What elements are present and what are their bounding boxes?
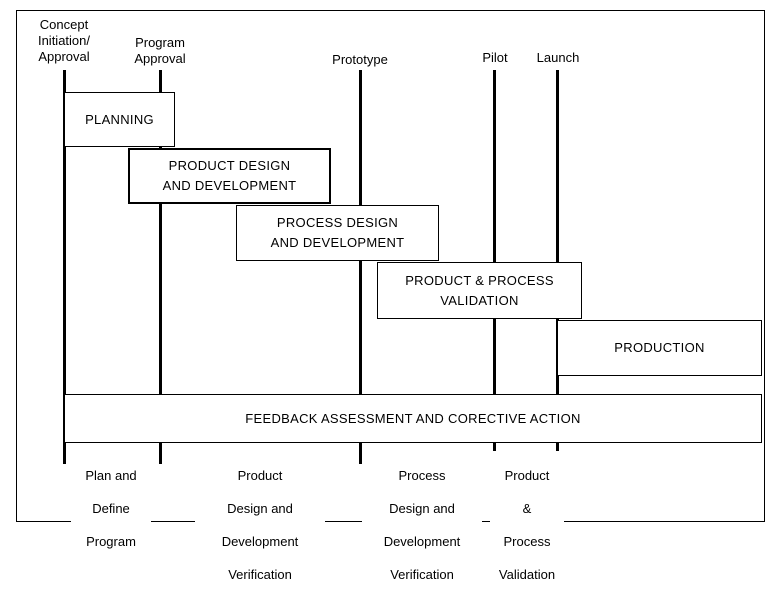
bottom-label-product-validation: Product & Process Validation [490,451,564,600]
milestone-concept-label: Concept Initiation/ Approval [37,17,91,64]
milestone-pilot-label: Pilot [482,50,508,65]
phase-product-design-box: PRODUCT DESIGN AND DEVELOPMENT [128,148,331,204]
milestone-line-program [159,70,162,464]
phase-validation-box: PRODUCT & PROCESS VALIDATION [377,262,582,319]
milestone-line-concept [63,70,66,464]
milestone-launch-label: Launch [536,50,580,65]
milestone-program-label: Program Approval [134,35,186,66]
phase-production-box: PRODUCTION [557,320,762,376]
phase-process-design-box: PROCESS DESIGN AND DEVELOPMENT [236,205,439,261]
bottom-label-product-verification: Product Design and Development Verificat… [195,451,325,600]
bottom-label-process-verification: Process Design and Development Verificat… [362,451,482,600]
bottom-label-plan: Plan and Define Program [71,451,151,567]
milestone-line-prototype [359,70,362,464]
phase-planning-box: PLANNING [64,92,175,147]
phase-feedback-box: FEEDBACK ASSESSMENT AND CORECTIVE ACTION [64,394,762,443]
milestone-prototype-label: Prototype [332,52,388,67]
